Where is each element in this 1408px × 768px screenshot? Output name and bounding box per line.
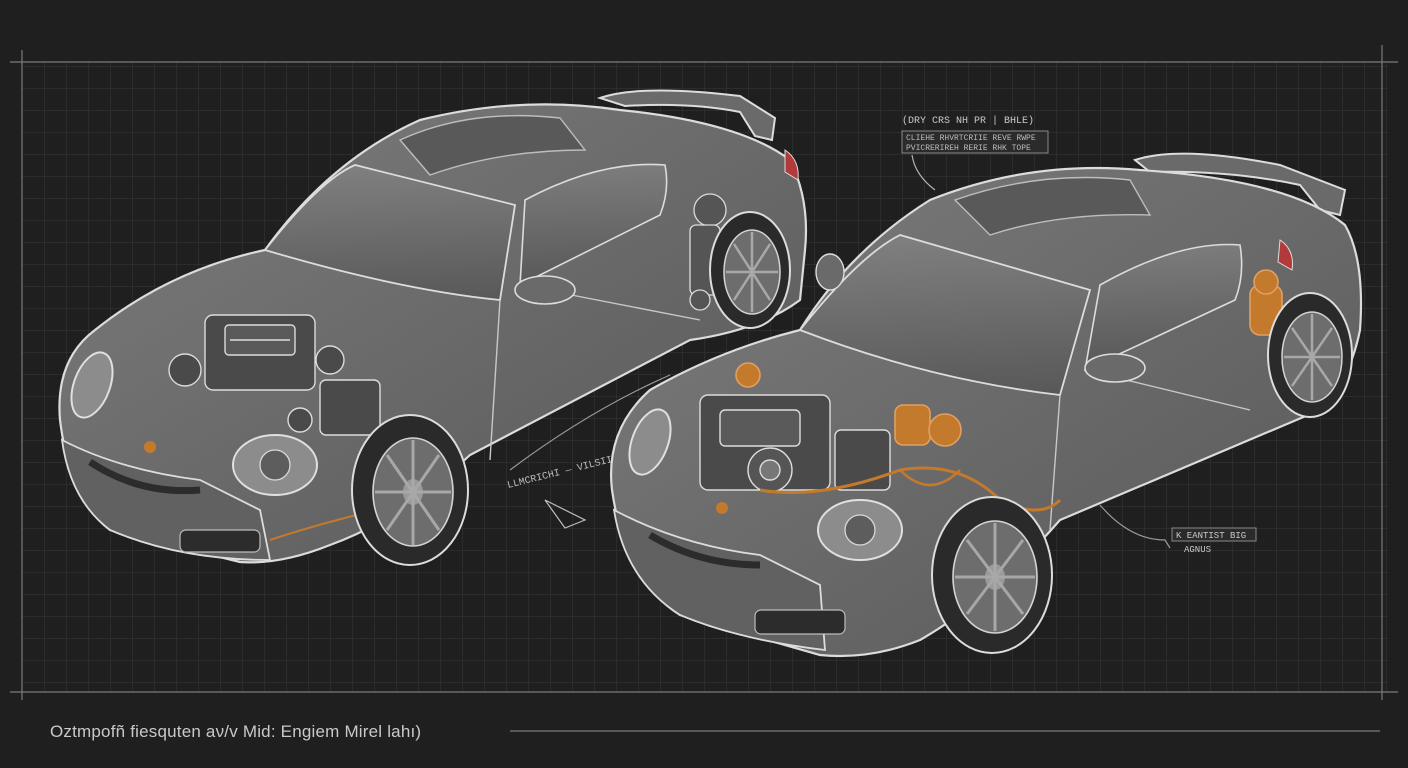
callout-top-title: (DRY CRS NH PR | BHLE)	[902, 115, 1034, 127]
side-mirror	[1084, 353, 1146, 383]
callout-right-line1: K EANTIST BIG	[1176, 531, 1246, 541]
engine-assembly	[168, 314, 381, 436]
engine-assembly	[699, 394, 891, 493]
callout-top: (DRY CRS NH PR | BHLE) CLIEHE RHVRTCRIIE…	[901, 115, 1049, 191]
windshield	[263, 164, 517, 301]
roof-panel	[953, 176, 1152, 236]
front-wheel	[931, 496, 1053, 654]
callout-right-line2: AGNUS	[1184, 545, 1211, 555]
rear-wheel	[1267, 292, 1353, 418]
rear-wheel	[709, 211, 791, 329]
roof-panel	[398, 114, 587, 176]
side-window	[519, 163, 668, 287]
side-mirror	[514, 275, 576, 305]
windshield	[798, 234, 1092, 396]
headlight-left	[628, 408, 672, 476]
frame-lines	[10, 45, 1398, 732]
diagram-caption: Oztmpofñ fiesquten aν/v Mid: Engiem Mire…	[50, 722, 422, 741]
rear-spoiler	[596, 89, 777, 142]
callout-right: K EANTIST BIG AGNUS	[1099, 504, 1257, 555]
front-wheel	[351, 414, 469, 566]
hood-badge	[716, 502, 728, 514]
car-left-front-engine	[58, 89, 808, 566]
hood-badge	[144, 441, 156, 453]
callout-top-line1: CLIEHE RHVRTCRIIE REVE RWPE	[906, 134, 1036, 143]
headlight-left	[70, 351, 114, 419]
callout-top-line2: PVICRERIREH RERIE RHK TOPE	[906, 144, 1031, 153]
side-window	[1083, 243, 1243, 372]
car-right-mid-engine	[610, 152, 1363, 658]
rear-spoiler	[1132, 152, 1347, 217]
